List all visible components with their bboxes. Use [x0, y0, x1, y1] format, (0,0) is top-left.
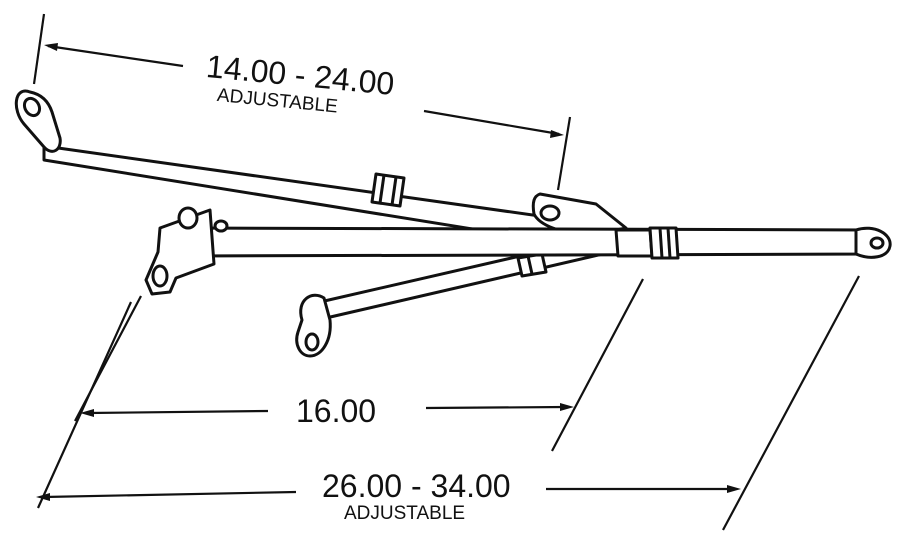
bottom-dimension-line [36, 275, 860, 531]
bottom-dimension-note: ADJUSTABLE [344, 503, 466, 524]
bottom-dimension-value: 26.00 - 34.00 [322, 468, 511, 504]
main-tube [144, 206, 892, 296]
middle-dimension-line [74, 278, 644, 452]
upper-arm [14, 89, 628, 248]
middle-dimension-value: 16.00 [296, 393, 377, 429]
top-dimension-line [32, 13, 572, 191]
